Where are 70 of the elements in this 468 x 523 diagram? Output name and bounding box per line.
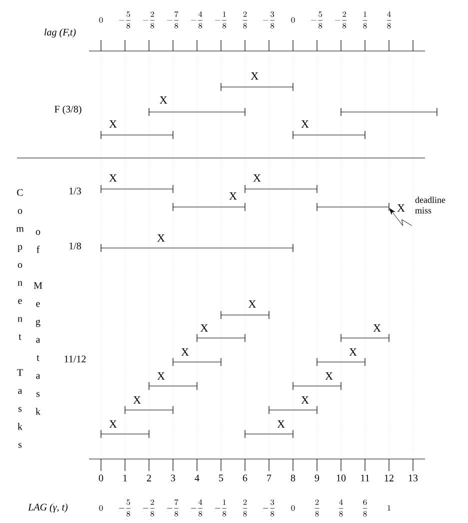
tick-label: $-\frac{5}{8}$ [119, 12, 130, 29]
tick-label: $-\frac{7}{8}$ [167, 499, 178, 517]
tick-label: 12 [384, 474, 394, 482]
row-label: F (3/8) [54, 105, 82, 115]
execution-mark: X [200, 324, 208, 332]
tick-label: $-\frac{5}{8}$ [311, 12, 322, 29]
axis-label: LAG (γ, t) [28, 503, 68, 513]
tick-label: $-\frac{1}{8}$ [215, 499, 226, 517]
tick-label: $-\frac{4}{8}$ [191, 11, 202, 29]
tick-label: $-\frac{3}{8}$ [263, 12, 274, 29]
tick-label: 9 [314, 474, 320, 482]
vertical-label: Component Tasks [16, 189, 24, 448]
execution-mark: X [109, 120, 117, 128]
tick-label: $\frac{6}{8}$ [362, 499, 368, 517]
execution-mark: X [248, 300, 256, 308]
tick-label: 10 [336, 474, 346, 482]
tick-label: $\frac{1}{8}$ [362, 12, 368, 29]
execution-mark: X [181, 348, 189, 356]
execution-mark: X [229, 192, 237, 200]
tick-label: $-\frac{4}{8}$ [191, 499, 202, 517]
tick-label: $0$ [99, 505, 103, 511]
tick-label: $-\frac{2}{8}$ [143, 12, 154, 29]
interval-bar [316, 202, 390, 212]
execution-mark: X [397, 204, 405, 212]
tick-label: 11 [361, 474, 370, 482]
execution-mark: X [157, 372, 165, 380]
tick-label: 0 [98, 474, 104, 482]
execution-mark: X [277, 420, 285, 428]
tick-label: $-\frac{3}{8}$ [263, 499, 274, 517]
row-label: 1/3 [70, 188, 81, 194]
execution-mark: X [301, 396, 309, 404]
tick-label: 5 [219, 474, 224, 482]
tick-label: $0$ [99, 17, 103, 23]
execution-mark: X [325, 372, 333, 380]
tick-label: $\frac{2}{8}$ [242, 499, 248, 517]
tick-label: 8 [290, 474, 296, 482]
execution-mark: X [250, 72, 258, 80]
execution-mark: X [349, 348, 357, 356]
tick-label: 6 [242, 474, 248, 482]
tick-label: 2 [146, 474, 151, 482]
tick-label: $-\frac{7}{8}$ [167, 11, 178, 29]
tick-label: $0$ [291, 505, 295, 511]
tick-label: $\frac{2}{8}$ [242, 12, 248, 29]
tick-label: $\frac{4}{8}$ [386, 11, 392, 29]
tick-label: $1$ [388, 505, 390, 511]
tick-label: $-\frac{5}{8}$ [119, 499, 130, 517]
annotation-text: deadline miss [415, 196, 446, 214]
tick-label: $-\frac{1}{8}$ [215, 12, 226, 29]
row-label: 1/8 [70, 242, 82, 250]
tick-label: $\frac{2}{8}$ [314, 499, 320, 517]
execution-mark: X [301, 120, 309, 128]
row-label: 11/12 [64, 356, 86, 362]
execution-mark: X [109, 420, 117, 428]
vertical-label: of Megatask [34, 230, 42, 415]
tick-label: 7 [267, 474, 272, 482]
tick-label: 1 [123, 474, 127, 482]
tick-label: $-\frac{2}{8}$ [335, 12, 346, 29]
execution-mark: X [157, 234, 165, 242]
execution-mark: X [109, 174, 117, 182]
execution-mark: X [160, 96, 168, 104]
tick-label: $-\frac{2}{8}$ [143, 499, 154, 517]
axis-label: lag (F,t) [44, 28, 76, 38]
tick-label: 13 [408, 474, 418, 482]
execution-mark: X [253, 174, 261, 182]
execution-mark: X [373, 324, 381, 332]
tick-label: $\frac{4}{8}$ [338, 499, 344, 517]
tick-label: $0$ [291, 17, 295, 23]
execution-mark: X [133, 396, 141, 404]
tick-label: 4 [194, 474, 200, 482]
tick-label: 3 [170, 474, 176, 482]
